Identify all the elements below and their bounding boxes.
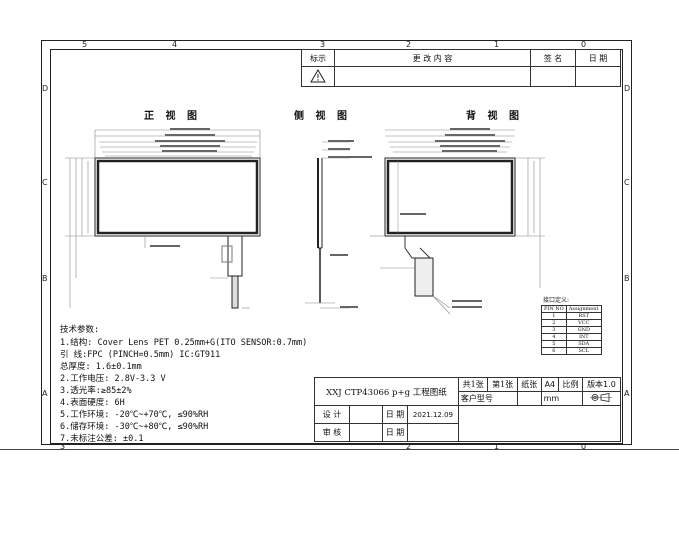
zone-right-a: A bbox=[624, 389, 630, 398]
front-view-panel bbox=[94, 157, 261, 309]
projection-symbol-icon bbox=[581, 391, 622, 406]
zone-top-4: 4 bbox=[172, 40, 178, 49]
revision-table: 标示 更 改 内 容 签 名 日 期 bbox=[301, 49, 621, 87]
revision-date-header: 日 期 bbox=[575, 49, 621, 67]
engineering-drawing bbox=[65, 128, 545, 315]
review-date-label: 日 期 bbox=[382, 423, 408, 442]
pin-no: 2 bbox=[541, 319, 567, 327]
side-view-title: 侧 视 图 bbox=[294, 111, 351, 122]
pin-no: 6 bbox=[541, 347, 567, 355]
zone-top-5: 5 bbox=[82, 40, 88, 49]
tech-param-line: 4.表面硬度: 6H bbox=[60, 398, 125, 408]
tech-param-line: 总厚度: 1.6±0.1mm bbox=[60, 362, 142, 372]
paper-size: A4 bbox=[540, 377, 560, 392]
zone-left-c: C bbox=[42, 178, 48, 187]
pin-header-assignment: Assignment bbox=[565, 305, 602, 313]
customer-part-no: 客户型号 bbox=[457, 391, 518, 406]
revision-sign-header: 签 名 bbox=[530, 49, 576, 67]
zone-top-0: 0 bbox=[581, 40, 587, 49]
zone-bottom-0: 0 bbox=[581, 442, 587, 451]
zone-right-c: C bbox=[624, 178, 630, 187]
revision-mark-header: 标示 bbox=[301, 49, 335, 67]
zone-left-b: B bbox=[42, 274, 48, 283]
back-view-panel bbox=[384, 157, 516, 297]
zone-right-d: D bbox=[624, 84, 631, 93]
pin-no: 1 bbox=[541, 312, 567, 320]
back-view-title: 背 视 图 bbox=[466, 111, 523, 122]
zone-bottom-1: 1 bbox=[494, 442, 500, 451]
pin-no: 4 bbox=[541, 333, 567, 341]
version: 版本1.0 bbox=[581, 377, 622, 392]
product-title: XXJ CTP43066 p+g 工程图纸 bbox=[314, 377, 459, 406]
pin-no: 5 bbox=[541, 340, 567, 348]
design-date: 2021.12.09 bbox=[407, 405, 459, 424]
total-sheets: 共1张 bbox=[457, 377, 489, 392]
revision-content-header: 更 改 内 容 bbox=[334, 49, 531, 67]
zone-right-b: B bbox=[624, 274, 630, 283]
zone-left-a: A bbox=[42, 389, 48, 398]
zone-bottom-2: 2 bbox=[406, 442, 412, 451]
zone-top-3: 3 bbox=[320, 40, 326, 49]
paper-label: 纸张 bbox=[516, 377, 542, 392]
front-view-title: 正 视 图 bbox=[144, 111, 201, 122]
review-label: 审 核 bbox=[314, 423, 350, 442]
pin-signal: SCL bbox=[565, 347, 602, 355]
tech-param-line: 6.储存环境: -30℃~+80℃, ≤90%RH bbox=[60, 422, 209, 432]
zone-bottom-3: 3 bbox=[60, 442, 66, 451]
pin-no: 3 bbox=[541, 326, 567, 334]
tech-param-line: 引 线:FPC (PINCH=0.5mm) IC:GT911 bbox=[60, 350, 221, 360]
scale-label: 比例 bbox=[558, 377, 583, 392]
zone-left-d: D bbox=[42, 84, 49, 93]
zone-top-2: 2 bbox=[406, 40, 412, 49]
title-block: XXJ CTP43066 p+g 工程图纸 共1张 第1张 纸张 A4 比例 版… bbox=[314, 377, 622, 442]
tech-param-line: 3.透光率:≥85±2% bbox=[60, 386, 132, 396]
tech-param-line: 1.结构: Cover Lens PET 0.25mm+G(ITO SENSOR… bbox=[60, 338, 308, 348]
unit: mm bbox=[540, 391, 583, 406]
sheet-number: 第1张 bbox=[487, 377, 518, 392]
pin-signal: GND bbox=[565, 326, 602, 334]
tech-params-title: 技术参数: bbox=[60, 325, 100, 335]
drawing-outer-frame bbox=[41, 40, 632, 445]
pin-signal: SDA bbox=[565, 340, 602, 348]
design-label: 设 计 bbox=[314, 405, 350, 424]
warning-icon bbox=[301, 66, 335, 87]
tech-param-line: 5.工作环境: -20℃~+70℃, ≤90%RH bbox=[60, 410, 209, 420]
pin-table-title: 接口定义: bbox=[543, 297, 570, 304]
pin-signal: VCC bbox=[565, 319, 602, 327]
pin-signal: RST bbox=[565, 312, 602, 320]
page-separator bbox=[0, 449, 679, 450]
zone-top-1: 1 bbox=[494, 40, 500, 49]
pin-header-no: PIN NO bbox=[541, 305, 567, 313]
side-view-panel bbox=[317, 158, 323, 303]
tech-param-line: 2.工作电压: 2.8V-3.3 V bbox=[60, 374, 166, 384]
pin-signal: INT bbox=[565, 333, 602, 341]
tech-param-line: 7.未标注公差: ±0.1 bbox=[60, 434, 144, 444]
design-date-label: 日 期 bbox=[382, 405, 408, 424]
